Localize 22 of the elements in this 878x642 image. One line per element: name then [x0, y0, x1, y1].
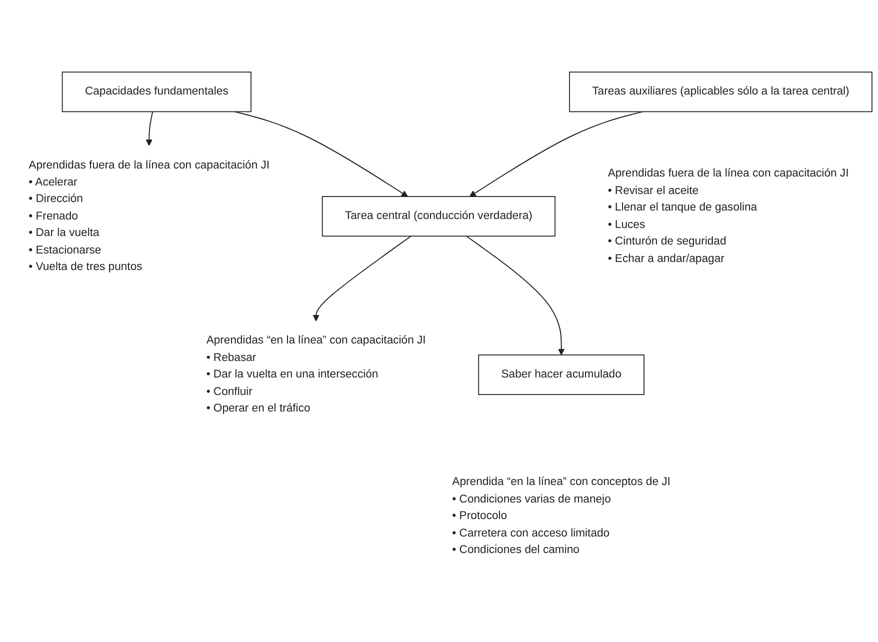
node-label: • Condiciones varias de manejo — [452, 492, 611, 506]
node-box — [569, 72, 872, 112]
arrow — [234, 111, 408, 197]
node-text: Aprendidas fuera de la línea con capacitación JI • Acelerar • Dirección • Frenado • Dar la vuelta • Estacionarse • Vuelta de tres puntos — [28, 158, 270, 274]
node-box — [62, 72, 252, 112]
node-label: • Carretera con acceso limitado — [452, 526, 610, 539]
node-label: • Revisar el aceite — [608, 184, 699, 197]
node-label: Aprendidas fuera de la línea con capacitación JI — [608, 166, 849, 180]
arrow — [312, 236, 412, 322]
arrow — [146, 111, 154, 146]
node-text: Aprendidas “en la línea” con capacitación JI • Rebasar • Dar la vuelta en una intersección • Confluir • Operar en el tráfico — [206, 334, 426, 415]
node-label: • Luces — [608, 218, 646, 231]
node-label: • Condiciones del camino — [452, 543, 580, 556]
node-label: Aprendida “en la línea” con conceptos de JI — [452, 475, 670, 488]
node-label: • Echar a andar/apagar — [608, 252, 724, 265]
node-box — [478, 354, 644, 395]
node-box — [322, 196, 556, 237]
arrow — [469, 111, 644, 197]
node-label: • Protocolo — [452, 509, 508, 522]
node-label: • Cinturón de seguridad — [608, 234, 726, 248]
arrow — [466, 236, 565, 356]
node-label: • Llenar el tanque de gasolina — [608, 200, 758, 214]
